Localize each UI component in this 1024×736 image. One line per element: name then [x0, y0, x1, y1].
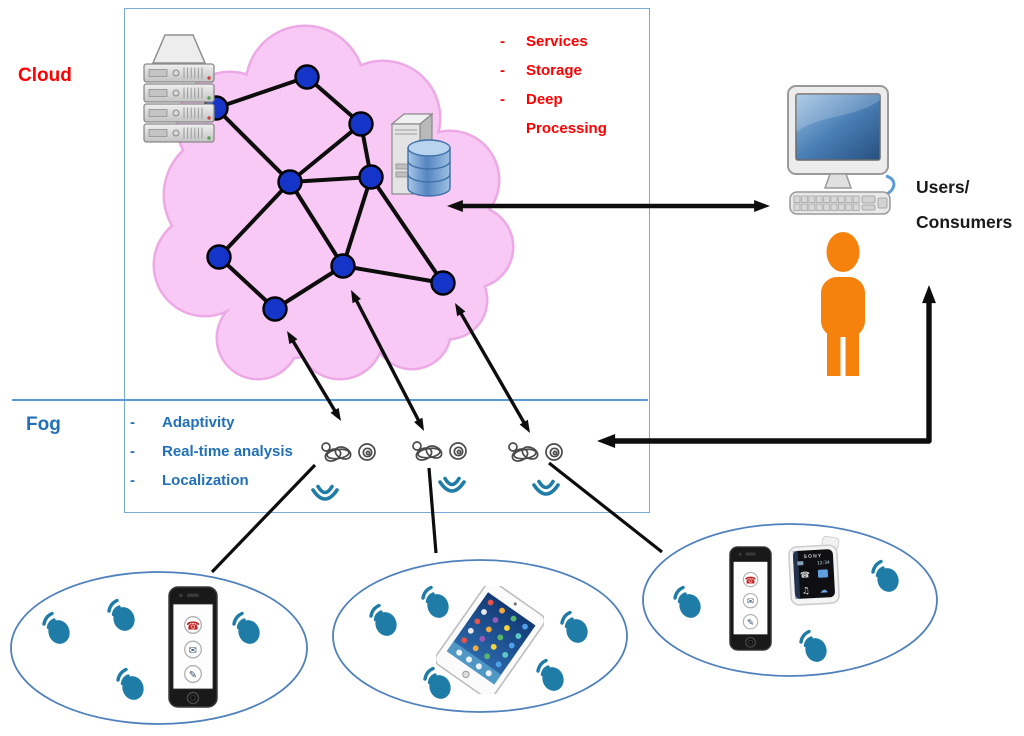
network-edge — [288, 122, 363, 184]
fog-feature-item: - Localization — [130, 466, 332, 495]
cloud-fog-arrow-3 — [457, 309, 528, 427]
arrowhead — [447, 199, 463, 213]
fog-zone1-link — [210, 463, 317, 574]
cloud-shape — [152, 24, 515, 381]
network-node — [358, 164, 384, 190]
arrowhead — [455, 303, 466, 317]
arrowhead — [519, 419, 530, 433]
svg-text:♫: ♫ — [802, 586, 811, 596]
network-edge — [342, 264, 444, 285]
network-edge — [214, 106, 292, 184]
fog-section-label: Fog — [26, 414, 61, 435]
fog-features-list: - Adaptivity - Real-time analysis - Loca… — [130, 408, 332, 495]
fog-feature-item: - Adaptivity — [130, 408, 332, 437]
cloud-feature-item: - Storage — [500, 56, 626, 85]
network-edge — [289, 175, 372, 184]
desktop-computer-icon — [786, 84, 896, 218]
network-edge — [369, 175, 445, 285]
smartphone-icon — [729, 546, 772, 651]
bullet-dash: - — [500, 62, 505, 79]
arrowhead — [287, 331, 298, 345]
bullet-dash: - — [130, 443, 135, 460]
bullet-dash: - — [500, 33, 505, 50]
fog-zone2-link — [427, 467, 438, 554]
fog-gateway-knot-icon — [508, 442, 563, 465]
arrowhead — [330, 407, 341, 421]
network-node — [277, 169, 303, 195]
network-edge — [273, 264, 345, 311]
fog-feature-item: - Real-time analysis — [130, 437, 332, 466]
cloud-fog-arrow-1 — [289, 337, 339, 415]
iot-zone-ellipse — [642, 523, 938, 677]
smartphone-icon — [168, 586, 218, 708]
iot-zone-ellipse — [10, 571, 308, 725]
arrowhead — [754, 199, 770, 213]
network-node — [330, 253, 356, 279]
bullet-dash: - — [130, 472, 135, 489]
network-node — [430, 270, 456, 296]
cloud-section-label: Cloud — [18, 65, 72, 86]
fog-zone3-link — [548, 461, 663, 554]
network-edge — [217, 255, 277, 311]
network-edge — [217, 180, 292, 259]
person-icon — [814, 230, 872, 378]
bullet-dash: - — [500, 91, 505, 108]
arrowhead — [922, 285, 936, 304]
tablet-icon — [436, 586, 544, 694]
database-cylinder — [407, 139, 451, 197]
fog-gateway-knot-icon — [412, 441, 467, 464]
cloud-fog-arrow-2 — [353, 296, 422, 425]
arrowhead — [351, 290, 361, 304]
network-node — [206, 244, 232, 270]
svg-text:☁: ☁ — [820, 585, 828, 594]
smartwatch-icon: SONY 12:34 ☎ ♫ ☁ — [784, 536, 846, 614]
arrowhead — [414, 417, 424, 431]
network-edge — [288, 180, 345, 268]
server-database-icon — [386, 108, 452, 202]
network-edge — [341, 176, 373, 267]
network-edge — [215, 75, 308, 110]
svg-text:SONY: SONY — [803, 553, 822, 560]
svg-text:☎: ☎ — [800, 570, 810, 580]
cloud-fog-container-box — [124, 8, 650, 513]
bullet-dash: - — [130, 414, 135, 431]
cloud-features-list: - Services - Storage - Deep Processing — [500, 27, 626, 143]
wifi-waves-icon — [438, 476, 466, 493]
cloud-feature-item: - Deep Processing — [500, 85, 626, 143]
wifi-waves-icon — [532, 479, 560, 496]
fog-users-arrow — [608, 296, 932, 444]
arrowhead — [597, 434, 616, 448]
server-rack-icon — [141, 33, 217, 147]
network-node — [348, 111, 374, 137]
svg-text:12:34: 12:34 — [817, 560, 830, 567]
network-node — [294, 64, 320, 90]
cloud-feature-item: - Services — [500, 27, 626, 56]
network-node — [262, 296, 288, 322]
users-consumers-label: Users/ Consumers — [916, 177, 1013, 232]
